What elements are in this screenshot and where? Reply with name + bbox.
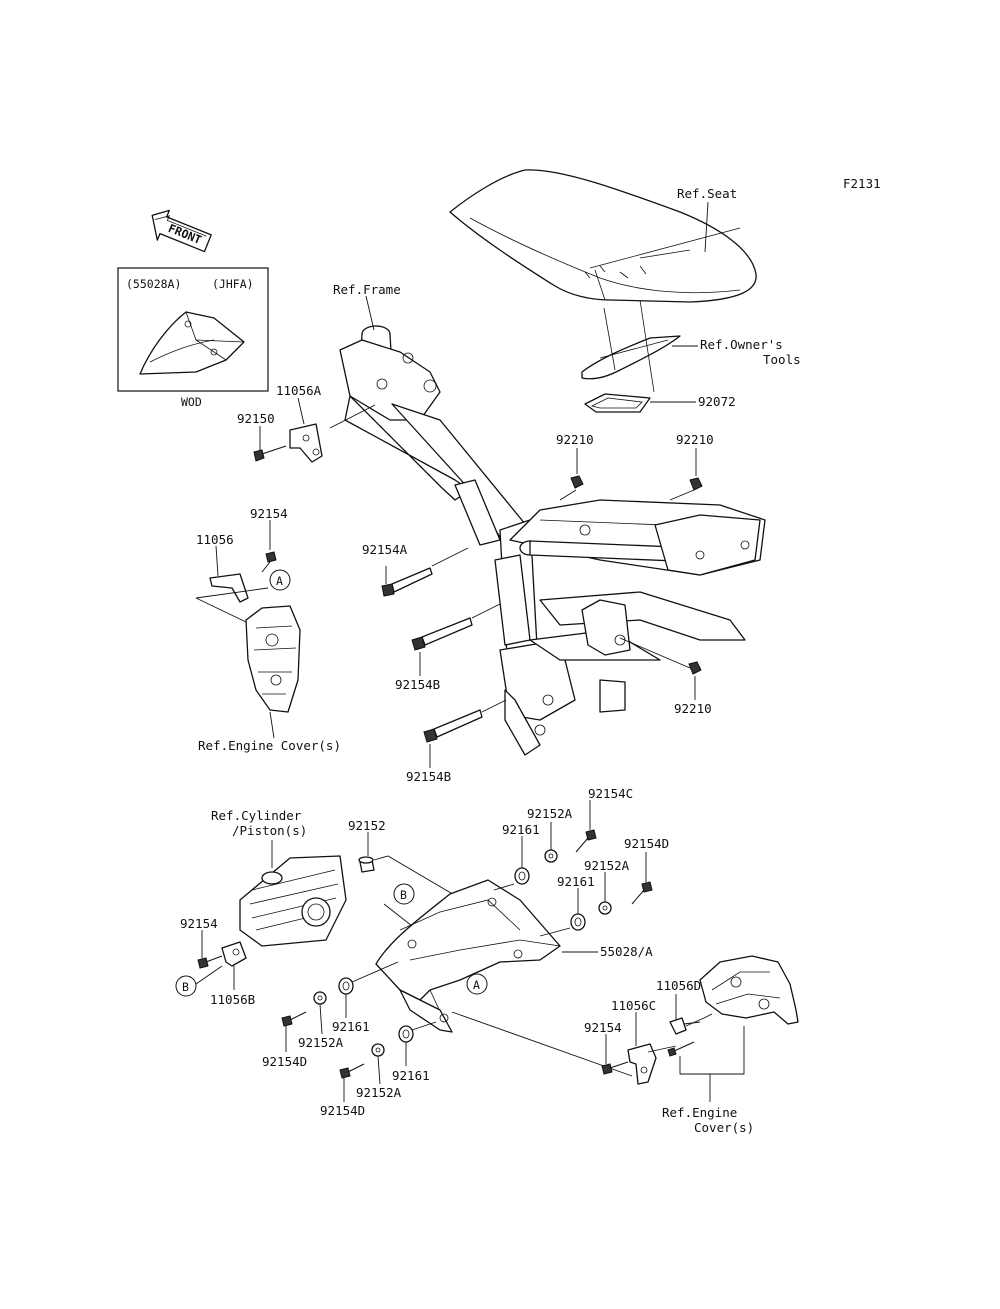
label-ref-owners-tools-2: Tools [763,352,801,367]
marker-B-upper-label: B [400,888,407,902]
strap-drawing [584,393,651,413]
marker-B-lower: B [175,975,197,997]
label-92154D-c: 92154D [320,1103,365,1118]
label-92154-right: 92154 [584,1020,622,1035]
label-92150: 92150 [237,411,275,426]
nut-92210-a-icon [570,475,584,489]
label-ref-engine-covers-upper: Ref.Engine Cover(s) [198,738,341,753]
small-bolt-icon [667,1041,695,1057]
grommet-92161-a-icon [514,867,530,885]
label-92154-left: 92154 [180,916,218,931]
label-92152A-c: 92152A [298,1035,344,1050]
washer-92152A-b-icon [598,901,612,915]
nut-92210-c-icon [688,661,702,675]
bolt-92154D-a-icon [631,881,653,905]
label-92154B-a: 92154B [395,677,440,692]
inset-box: (55028A) (JHFA) WOD [117,267,269,409]
bolt-92154D-c-icon [339,1063,365,1079]
bracket-11056-drawing [209,573,249,603]
frame-drawing [339,325,766,756]
bolt-92154-top-icon [261,551,277,573]
marker-B-lower-label: B [182,980,189,994]
inset-color-code: WOD [181,395,202,409]
bolt-92154-left-icon [197,955,223,969]
inset-part-number: (55028A) [126,277,181,291]
label-92152: 92152 [348,818,386,833]
bolt-92154C-icon [575,829,597,853]
label-92154B-b: 92154B [406,769,451,784]
collar-92152-icon [358,856,375,873]
bracket-11056D-drawing [669,1017,701,1035]
label-ref-cylinder-1: Ref.Cylinder [211,808,302,823]
label-ref-cylinder-2: /Piston(s) [232,823,307,838]
engine-cover-upper-drawing [245,605,301,713]
label-ref-owners-tools-1: Ref.Owner's [700,337,783,352]
washer-92152A-a-icon [544,849,558,863]
bolt-92154A-icon [381,567,433,597]
grommet-92161-b-icon [570,913,586,931]
bolt-92154-right-icon [601,1061,629,1075]
label-92154-top: 92154 [250,506,288,521]
marker-A-upper: A [269,569,291,591]
label-92072: 92072 [698,394,736,409]
label-92154C: 92154C [588,786,633,801]
label-55028A: 55028/A [600,944,653,959]
label-92210-c: 92210 [674,701,712,716]
marker-A-upper-label: A [276,574,283,588]
marker-B-upper: B [393,883,415,905]
bracket-11056A-drawing [289,423,323,463]
label-92161-b: 92161 [557,874,595,889]
label-92154D-a: 92154D [624,836,669,851]
marker-A-lower-label: A [473,978,480,992]
marker-A-lower: A [466,973,488,995]
label-ref-frame: Ref.Frame [333,282,401,297]
label-11056C: 11056C [611,998,656,1013]
bolt-92154B-a-icon [411,617,473,651]
bolt-92154D-b-icon [281,1011,307,1027]
bolt-92154B-b-icon [423,709,483,743]
label-92154D-b: 92154D [262,1054,307,1069]
diagram-id: F2131 [843,176,881,191]
label-92161-c: 92161 [332,1019,370,1034]
cylinder-drawing [239,855,347,947]
bracket-11056C-drawing [627,1043,677,1085]
cowl-55028A-drawing [375,879,561,1033]
grommet-92161-d-icon [398,1025,414,1043]
label-ref-engine-covers-lower-1: Ref.Engine [662,1105,737,1120]
label-11056: 11056 [196,532,234,547]
washer-92152A-c-icon [313,991,327,1005]
label-92152A-a: 92152A [527,806,573,821]
engine-cover-lower-drawing [699,955,799,1025]
label-92210-a: 92210 [556,432,594,447]
label-92152A-b: 92152A [584,858,630,873]
label-11056D: 11056D [656,978,701,993]
inset-variant-code: (JHFA) [212,277,254,291]
label-92161-a: 92161 [502,822,540,837]
bracket-11056B-drawing [221,941,247,967]
washer-92152A-d-icon [371,1043,385,1057]
grommet-92161-c-icon [338,977,354,995]
label-92161-d: 92161 [392,1068,430,1083]
owners-tools-drawing [581,335,681,380]
label-92210-b: 92210 [676,432,714,447]
seat-drawing [449,169,757,303]
label-11056A: 11056A [276,383,322,398]
front-arrow-icon: FRONT [151,209,212,253]
label-92154A: 92154A [362,542,408,557]
label-92152A-d: 92152A [356,1085,402,1100]
bolt-92150-icon [253,445,287,462]
nut-92210-b-icon [689,477,703,491]
label-11056B: 11056B [210,992,255,1007]
label-ref-seat: Ref.Seat [677,186,737,201]
label-ref-engine-covers-lower-2: Cover(s) [694,1120,754,1135]
inset-cowl-drawing [139,311,245,375]
